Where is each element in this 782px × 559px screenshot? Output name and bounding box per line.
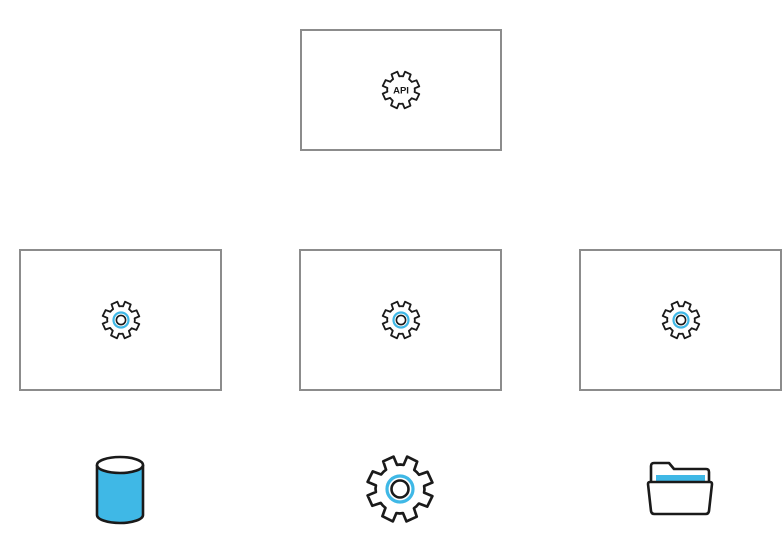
gear-icon <box>381 300 420 340</box>
api-label: API <box>393 86 409 97</box>
gear-icon <box>101 300 140 340</box>
gear-icon <box>366 455 434 523</box>
api-gear-icon: API <box>381 70 421 110</box>
service-node-right <box>579 249 782 391</box>
service-node-left <box>19 249 222 391</box>
api-node: API <box>300 29 502 151</box>
folder-icon <box>646 461 714 516</box>
gear-icon <box>661 300 700 340</box>
service-node-center <box>299 249 502 391</box>
database-icon <box>95 455 145 525</box>
